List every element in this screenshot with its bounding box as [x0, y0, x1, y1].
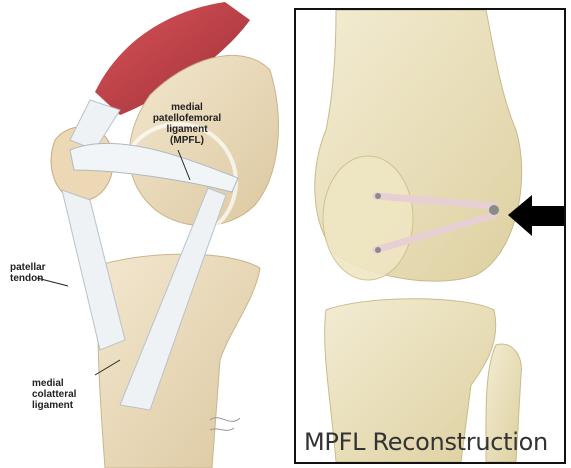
knee-anatomy-illustration: medial patellofemoral ligament (MPFL) pa… [0, 0, 290, 468]
mpfl-reconstruction-drawing [296, 10, 564, 462]
mpfl-label-line1: medial [132, 102, 242, 113]
mpfl-label-line3: ligament [132, 124, 242, 135]
mcl-label-line2: colatteral [32, 389, 122, 400]
mpfl-reconstruction-illustration: MPFL Reconstruction [294, 8, 566, 464]
mpfl-label: medial patellofemoral ligament (MPFL) [132, 102, 242, 146]
mcl-label: medial colatteral ligament [32, 378, 122, 411]
patella-right [323, 156, 413, 280]
mpfl-label-line2: patellofemoral [132, 113, 242, 124]
patellar-label-line1: patellar [10, 262, 90, 273]
quad-tendon [70, 100, 120, 150]
mcl-label-line1: medial [32, 378, 122, 389]
patellar-label-line2: tendon [10, 273, 90, 284]
patellar-tendon-label: patellar tendon [10, 262, 90, 284]
mpfl-label-line4: (MPFL) [132, 135, 242, 146]
caption: MPFL Reconstruction [304, 428, 548, 456]
mcl-label-line3: ligament [32, 400, 122, 411]
